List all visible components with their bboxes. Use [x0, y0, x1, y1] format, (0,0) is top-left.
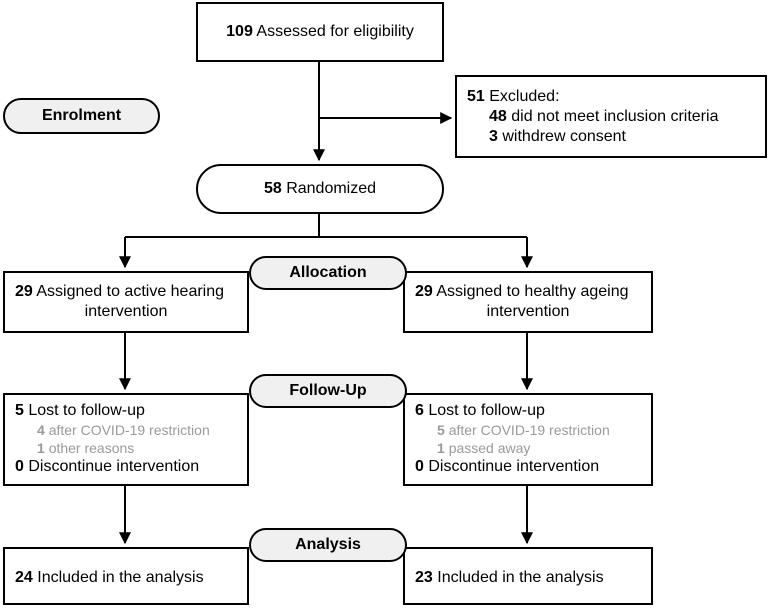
left-lost-count: 5 — [15, 402, 24, 419]
left-lost-reason-other-text: other reasons — [48, 440, 135, 456]
right-lost-reason-passed: 1 passed away — [415, 439, 651, 457]
phase-allocation-label: Allocation — [289, 264, 367, 281]
left-lost: 5 Lost to follow-up — [15, 401, 247, 421]
right-analysis-box: 23 Included in the analysis — [403, 547, 653, 605]
right-lost-text: Lost to follow-up — [428, 402, 545, 419]
right-lost-reason-covid: 5 after COVID-19 restriction — [415, 421, 651, 439]
excluded-label: Excluded: — [489, 88, 560, 105]
right-assigned-text: Assigned to healthy ageing — [436, 283, 629, 300]
left-followup-box: 5 Lost to follow-up 4 after COVID-19 res… — [3, 393, 249, 486]
left-lost-reason-covid-text: after COVID-19 restriction — [48, 422, 210, 438]
right-lost: 6 Lost to follow-up — [415, 401, 651, 421]
right-lost-reason-passed-text: passed away — [448, 440, 531, 456]
right-analysed-text: Included in the analysis — [437, 569, 604, 586]
right-followup-box: 6 Lost to follow-up 5 after COVID-19 res… — [403, 393, 653, 486]
left-analysis-box: 24 Included in the analysis — [3, 547, 249, 605]
excluded-count: 51 — [467, 88, 485, 105]
left-assigned-line2: intervention — [84, 303, 168, 320]
right-discontinued: 0 Discontinue intervention — [415, 457, 651, 477]
left-assigned-box: 29 Assigned to active hearing interventi… — [3, 271, 249, 333]
right-assigned-box: 29 Assigned to healthy ageing interventi… — [403, 271, 653, 333]
phase-allocation: Allocation — [249, 256, 407, 290]
excluded-reason-criteria-text: did not meet inclusion criteria — [511, 108, 719, 125]
randomized-count: 58 — [263, 180, 282, 197]
excluded-header: 51 Excluded: — [467, 87, 765, 107]
left-assigned-count: 29 — [15, 283, 33, 300]
randomized-label: Randomized — [286, 180, 377, 197]
right-discontinued-count: 0 — [415, 458, 424, 475]
right-analysed-count: 23 — [415, 569, 433, 586]
left-assigned-text: Assigned to active hearing — [36, 283, 225, 300]
left-assigned-line1: 29 Assigned to active hearing — [15, 282, 247, 302]
left-lost-reason-covid-count: 4 — [37, 422, 45, 438]
excluded-box: 51 Excluded: 48 did not meet inclusion c… — [455, 75, 767, 158]
excluded-reason-consent: 3 withdrew consent — [467, 127, 765, 147]
left-lost-text: Lost to follow-up — [28, 402, 145, 419]
phase-followup: Follow-Up — [249, 374, 407, 408]
left-discontinued-text: Discontinue intervention — [28, 458, 200, 475]
right-lost-reason-covid-text: after COVID-19 restriction — [448, 422, 610, 438]
phase-followup-label: Follow-Up — [289, 382, 367, 399]
right-discontinued-text: Discontinue intervention — [428, 458, 600, 475]
left-discontinued-count: 0 — [15, 458, 24, 475]
randomized-box: 58 Randomized — [196, 164, 444, 214]
left-analysed-text: Included in the analysis — [37, 569, 204, 586]
phase-analysis: Analysis — [249, 528, 407, 562]
left-lost-reason-covid: 4 after COVID-19 restriction — [15, 421, 247, 439]
right-assigned-line2: intervention — [486, 303, 570, 320]
excluded-reason-criteria: 48 did not meet inclusion criteria — [467, 107, 765, 127]
excluded-reason-consent-text: withdrew consent — [502, 128, 626, 145]
right-lost-reason-covid-count: 5 — [437, 422, 445, 438]
assessed-count: 109 — [226, 23, 253, 40]
right-lost-count: 6 — [415, 402, 424, 419]
right-assigned-count: 29 — [415, 283, 433, 300]
left-analysed-count: 24 — [15, 569, 33, 586]
left-discontinued: 0 Discontinue intervention — [15, 457, 247, 477]
phase-enrolment: Enrolment — [3, 98, 160, 134]
phase-enrolment-label: Enrolment — [41, 107, 122, 124]
assessed-box: 109 Assessed for eligibility — [196, 2, 444, 62]
assessed-label: Assessed for eligibility — [256, 23, 414, 40]
left-lost-reason-other: 1 other reasons — [15, 439, 247, 457]
left-lost-reason-other-count: 1 — [37, 440, 45, 456]
phase-analysis-label: Analysis — [295, 536, 361, 553]
right-lost-reason-passed-count: 1 — [437, 440, 445, 456]
right-assigned-line1: 29 Assigned to healthy ageing — [415, 282, 651, 302]
excluded-reason-consent-count: 3 — [489, 128, 498, 145]
excluded-reason-criteria-count: 48 — [489, 108, 507, 125]
